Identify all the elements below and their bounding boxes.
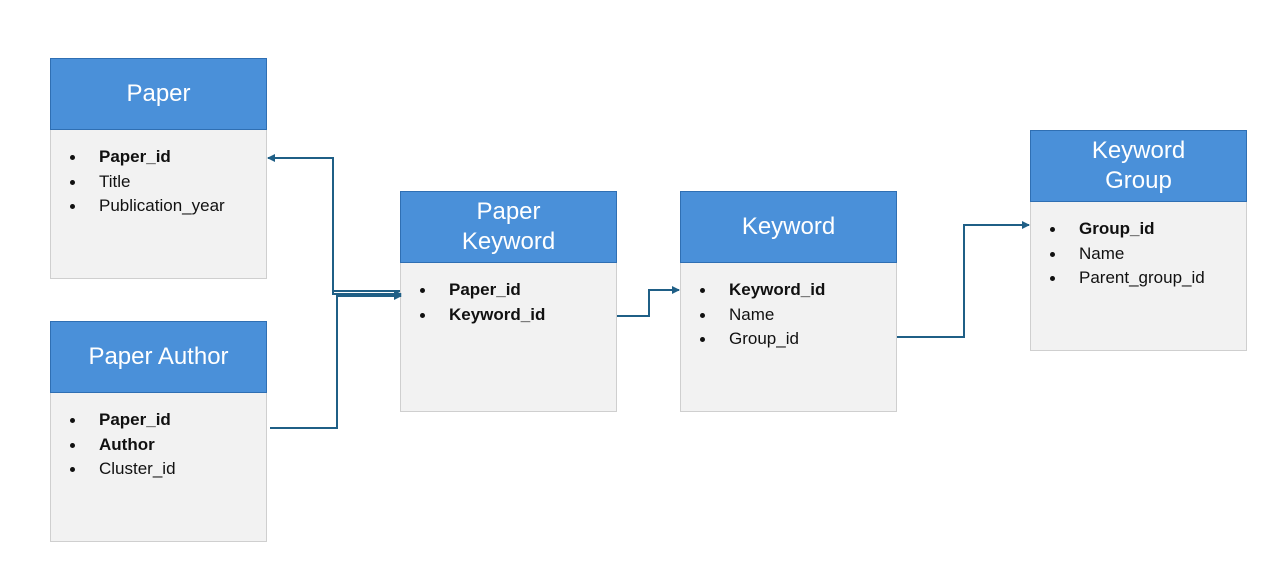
bullet-icon — [70, 442, 75, 448]
field-label: Keyword_id — [449, 304, 546, 324]
field-list-keyword-group: Group_id Name Parent_group_id — [1031, 202, 1246, 291]
field-label: Paper_id — [99, 147, 171, 166]
entity-paper-keyword: Paper Keyword Paper_id Keyword_id — [400, 191, 617, 412]
connector-paper-keyword-to-keyword — [617, 286, 680, 317]
field-cluster-id: Cluster_id — [51, 457, 266, 482]
field-publication-year: Publication_year — [51, 194, 266, 219]
field-name: Name — [1031, 242, 1246, 267]
entity-keyword: Keyword Keyword_id Name Group_id — [680, 191, 897, 412]
field-label: Author — [99, 434, 155, 454]
entity-paper-author: Paper Author Paper_id Author Cluster_id — [50, 321, 267, 542]
bullet-icon — [1050, 276, 1055, 281]
entity-body-keyword: Keyword_id Name Group_id — [680, 263, 897, 412]
entity-header-paper-keyword: Paper Keyword — [400, 191, 617, 263]
bullet-icon — [70, 204, 75, 209]
field-label: Name — [729, 304, 775, 324]
field-group-id: Group_id — [681, 327, 896, 352]
bullet-icon — [70, 418, 75, 423]
entity-title-keyword-group: Keyword Group — [1091, 137, 1186, 194]
entity-body-paper: Paper_id Title Publication_year — [50, 130, 267, 279]
entity-paper: Paper Paper_id Title Publication_year — [50, 58, 267, 279]
field-group-id: Group_id — [1031, 217, 1246, 242]
connector-paper-keyword-to-paper — [267, 154, 400, 292]
field-label: Group_id — [1079, 219, 1155, 238]
field-label: Paper_id — [99, 410, 171, 429]
bullet-icon — [70, 155, 75, 160]
entity-body-paper-author: Paper_id Author Cluster_id — [50, 393, 267, 542]
field-keyword-id: Keyword_id — [401, 303, 616, 328]
bullet-icon — [1050, 227, 1055, 232]
field-name: Name — [681, 303, 896, 328]
field-paper-id: Paper_id — [51, 145, 266, 170]
entity-body-paper-keyword: Paper_id Keyword_id — [400, 263, 617, 412]
field-keyword-id: Keyword_id — [681, 278, 896, 303]
entity-title-paper-author: Paper Author — [88, 343, 229, 370]
bullet-icon — [420, 312, 425, 318]
field-list-paper-author: Paper_id Author Cluster_id — [51, 393, 266, 482]
field-list-paper: Paper_id Title Publication_year — [51, 130, 266, 219]
bullet-icon — [700, 337, 705, 342]
entity-title-paper-keyword: Paper Keyword — [461, 198, 556, 255]
entity-keyword-group: Keyword Group Group_id Name Parent_group… — [1030, 130, 1247, 351]
field-label: Name — [1079, 243, 1125, 263]
field-label: Paper_id — [449, 280, 521, 299]
connector-paper-to-paper-keyword — [332, 290, 402, 298]
field-label: Group_id — [729, 329, 799, 348]
field-label: Keyword_id — [729, 280, 826, 299]
field-author: Author — [51, 433, 266, 458]
field-label: Cluster_id — [99, 459, 176, 478]
entity-header-keyword: Keyword — [680, 191, 897, 263]
bullet-icon — [70, 179, 75, 185]
field-paper-id: Paper_id — [51, 408, 266, 433]
bullet-icon — [1050, 251, 1055, 257]
bullet-icon — [700, 288, 705, 293]
entity-header-paper-author: Paper Author — [50, 321, 267, 393]
bullet-icon — [70, 467, 75, 472]
entity-body-keyword-group: Group_id Name Parent_group_id — [1030, 202, 1247, 351]
field-title: Title — [51, 170, 266, 195]
entity-title-paper: Paper — [126, 80, 191, 107]
field-label: Publication_year — [99, 196, 225, 215]
connector-paper-author-to-paper-keyword — [270, 292, 402, 429]
entity-header-paper: Paper — [50, 58, 267, 130]
connector-keyword-to-keyword-group — [897, 221, 1030, 338]
bullet-icon — [700, 312, 705, 318]
field-paper-id: Paper_id — [401, 278, 616, 303]
field-list-keyword: Keyword_id Name Group_id — [681, 263, 896, 352]
entity-header-keyword-group: Keyword Group — [1030, 130, 1247, 202]
field-list-paper-keyword: Paper_id Keyword_id — [401, 263, 616, 327]
entity-title-keyword: Keyword — [741, 213, 836, 240]
field-label: Title — [99, 171, 131, 191]
field-label: Parent_group_id — [1079, 268, 1205, 287]
field-parent-group-id: Parent_group_id — [1031, 266, 1246, 291]
bullet-icon — [420, 288, 425, 293]
